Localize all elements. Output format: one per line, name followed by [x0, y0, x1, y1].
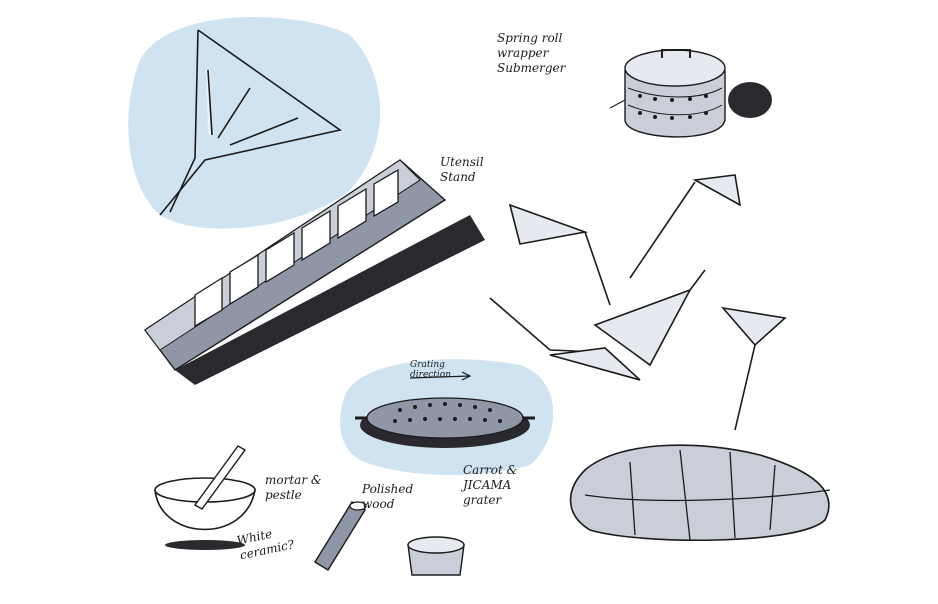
note-line: Polished: [362, 482, 414, 496]
pestle-rod-sketch: [314, 501, 367, 571]
note-line: Submerger: [497, 61, 566, 75]
note-line: Grating: [410, 360, 445, 370]
mortar-note: mortar & pestle: [265, 473, 322, 503]
note-line: wrapper: [497, 46, 549, 60]
utensil-stand-note: Utensil Stand: [440, 155, 484, 185]
blue-wash-top-left: [128, 17, 381, 229]
note-line: JICAMA: [463, 478, 512, 492]
cup-sketch: [407, 536, 465, 576]
utensil-stand-sketch: [143, 159, 485, 385]
note-line: grater: [463, 493, 502, 507]
note-line: pestle: [265, 488, 302, 502]
mortar-pestle-sketch: [154, 445, 256, 550]
polished-wood-note: Polished wood: [362, 482, 413, 512]
note-line: Utensil: [440, 155, 484, 169]
note-line: Carrot &: [463, 463, 518, 477]
spatula-sketch: [159, 29, 342, 216]
note-line: mortar &: [265, 473, 322, 487]
dish-sketch: [569, 444, 831, 542]
spring-roll-note: Spring roll wrapper Submerger: [497, 31, 565, 76]
grater-sketch: [355, 371, 535, 448]
utensil-variations-sketch: [489, 174, 787, 431]
grating-direction-note: Grating direction: [410, 360, 451, 380]
note-line: Stand: [440, 170, 476, 184]
submerger-sketch: [609, 49, 772, 138]
grater-note: Carrot & JICAMA grater: [463, 463, 517, 508]
note-line: direction: [410, 370, 452, 380]
note-line: wood: [362, 497, 395, 511]
note-line: Spring roll: [497, 31, 563, 45]
